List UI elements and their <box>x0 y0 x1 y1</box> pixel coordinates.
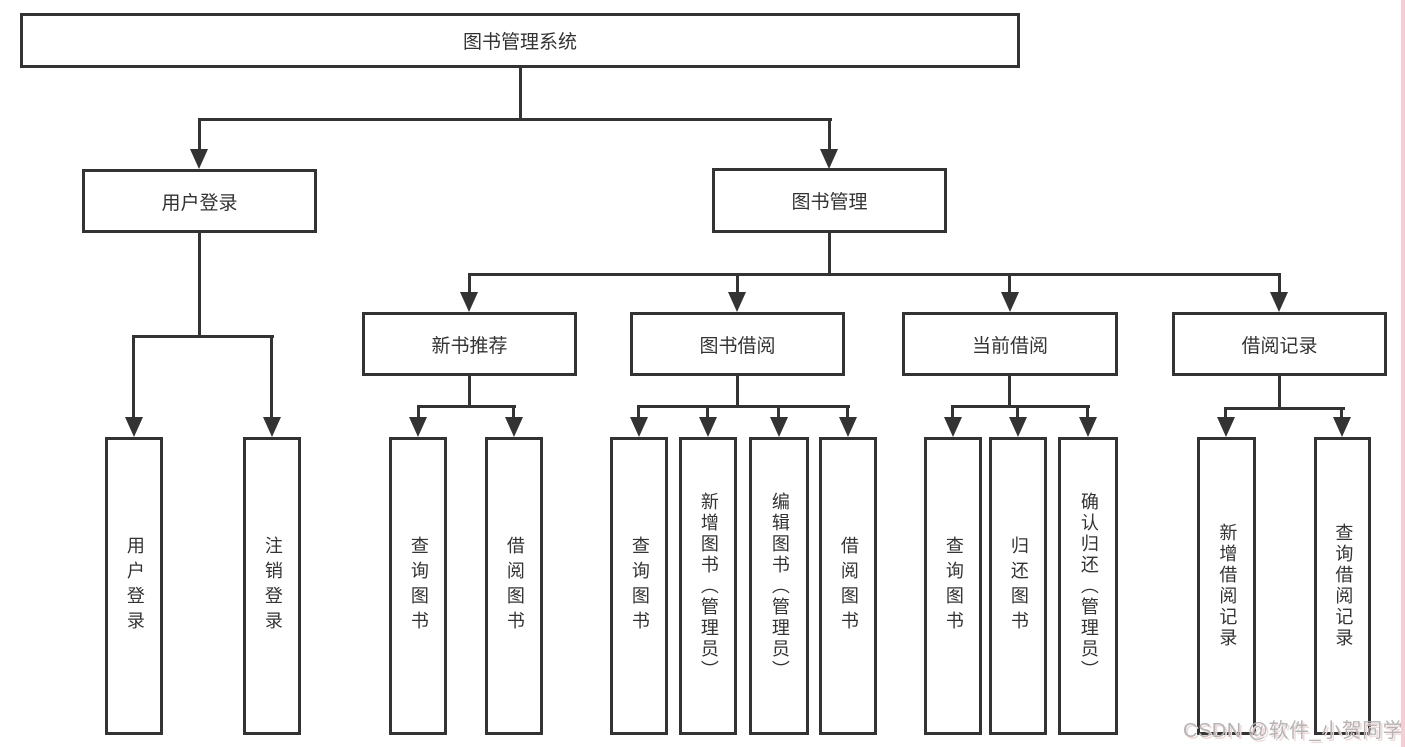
leaf-query-books-borrowing: 查询图书 <box>610 437 668 735</box>
connector-line <box>951 405 954 418</box>
arrow-down-icon <box>505 417 523 437</box>
leaf-query-books-recommend: 查询图书 <box>389 437 447 735</box>
connector-line <box>198 118 832 121</box>
leaf-label: 查询图书 <box>943 536 964 636</box>
csdn-watermark: CSDN @软件_小贺同学 <box>1183 720 1404 742</box>
connector-line <box>270 335 273 418</box>
arrow-down-icon <box>263 417 281 437</box>
arrow-down-icon <box>728 292 746 312</box>
arrow-down-icon <box>1079 417 1097 437</box>
leaf-label: 确认归还（管理员） <box>1078 491 1099 681</box>
arrow-down-icon <box>190 149 208 169</box>
arrow-down-icon <box>630 417 648 437</box>
connector-line <box>468 273 1281 276</box>
leaf-add-borrow-record: 新增借阅记录 <box>1197 437 1256 735</box>
arrow-down-icon <box>125 417 143 437</box>
node-label: 图书借阅 <box>699 335 776 357</box>
leaf-query-books-current: 查询图书 <box>924 437 982 735</box>
leaf-label: 查询借阅记录 <box>1333 523 1354 649</box>
node-label: 图书管理系统 <box>462 32 577 53</box>
connector-line <box>417 405 420 418</box>
arrow-down-icon <box>770 417 788 437</box>
connector-line <box>198 118 201 150</box>
arrow-down-icon <box>1333 417 1351 437</box>
connector-line <box>846 405 849 418</box>
node-label: 借阅记录 <box>1241 335 1318 357</box>
node-library-management-system: 图书管理系统 <box>20 13 1020 68</box>
leaf-label: 借阅图书 <box>504 536 525 636</box>
arrow-down-icon <box>1001 292 1019 312</box>
connector-line <box>132 335 274 338</box>
connector-line <box>1278 376 1281 407</box>
connector-line <box>1086 405 1089 418</box>
connector-line <box>1224 407 1227 418</box>
connector-line <box>637 405 640 418</box>
arrow-down-icon <box>944 417 962 437</box>
connector-line <box>777 405 780 418</box>
leaf-user-login: 用户登录 <box>105 437 163 735</box>
connector-line <box>417 405 516 408</box>
connector-line <box>828 118 831 150</box>
leaf-label: 新增图书（管理员） <box>698 491 719 681</box>
arrow-down-icon <box>1009 417 1027 437</box>
arrow-down-icon <box>1270 292 1288 312</box>
arrow-down-icon <box>839 417 857 437</box>
leaf-return-books: 归还图书 <box>989 437 1047 735</box>
leaf-label: 查询图书 <box>408 536 429 636</box>
arrow-down-icon <box>820 149 838 169</box>
connector-line <box>198 233 201 335</box>
leaf-borrow-books-recommend: 借阅图书 <box>485 437 543 735</box>
connector-line <box>468 376 471 405</box>
connector-line <box>512 405 515 418</box>
connector-line <box>1340 407 1343 418</box>
node-current-borrowing: 当前借阅 <box>902 312 1118 376</box>
node-label: 用户登录 <box>161 192 238 214</box>
node-label: 新书推荐 <box>431 335 508 357</box>
leaf-label: 归还图书 <box>1008 536 1029 636</box>
arrow-down-icon <box>409 417 427 437</box>
connector-line <box>519 68 522 120</box>
node-label: 图书管理 <box>791 192 868 213</box>
arrow-down-icon <box>699 417 717 437</box>
connector-line <box>1278 273 1281 293</box>
node-book-management: 图书管理 <box>712 168 947 233</box>
connector-line <box>1016 405 1019 418</box>
right-edge-strip <box>1401 0 1405 747</box>
node-label: 当前借阅 <box>971 335 1048 357</box>
connector-line <box>1008 273 1011 293</box>
leaf-query-borrow-record: 查询借阅记录 <box>1314 437 1371 735</box>
connector-line <box>1008 376 1011 405</box>
leaf-label: 编辑图书（管理员） <box>769 491 790 681</box>
connector-line <box>637 405 850 408</box>
leaf-confirm-return-admin: 确认归还（管理员） <box>1058 437 1118 735</box>
leaf-label: 新增借阅记录 <box>1217 523 1238 649</box>
connector-line <box>828 233 831 273</box>
arrow-down-icon <box>460 292 478 312</box>
node-borrowing-records: 借阅记录 <box>1172 312 1387 376</box>
leaf-edit-books-admin: 编辑图书（管理员） <box>749 437 809 735</box>
node-book-borrowing: 图书借阅 <box>630 312 845 376</box>
connector-line <box>1224 407 1345 410</box>
leaf-logout: 注销登录 <box>243 437 301 735</box>
connector-line <box>736 273 739 293</box>
connector-line <box>706 405 709 418</box>
connector-line <box>736 376 739 405</box>
leaf-borrow-books-borrowing: 借阅图书 <box>819 437 877 735</box>
leaf-label: 查询图书 <box>629 536 650 636</box>
leaf-add-books-admin: 新增图书（管理员） <box>679 437 737 735</box>
connector-line <box>132 335 135 418</box>
leaf-label: 注销登录 <box>262 536 283 636</box>
leaf-label: 用户登录 <box>124 536 145 636</box>
connector-line <box>951 405 1090 408</box>
node-user-login: 用户登录 <box>82 169 317 233</box>
connector-line <box>468 273 471 293</box>
node-new-book-recommendation: 新书推荐 <box>362 312 577 376</box>
arrow-down-icon <box>1217 417 1235 437</box>
leaf-label: 借阅图书 <box>838 536 859 636</box>
